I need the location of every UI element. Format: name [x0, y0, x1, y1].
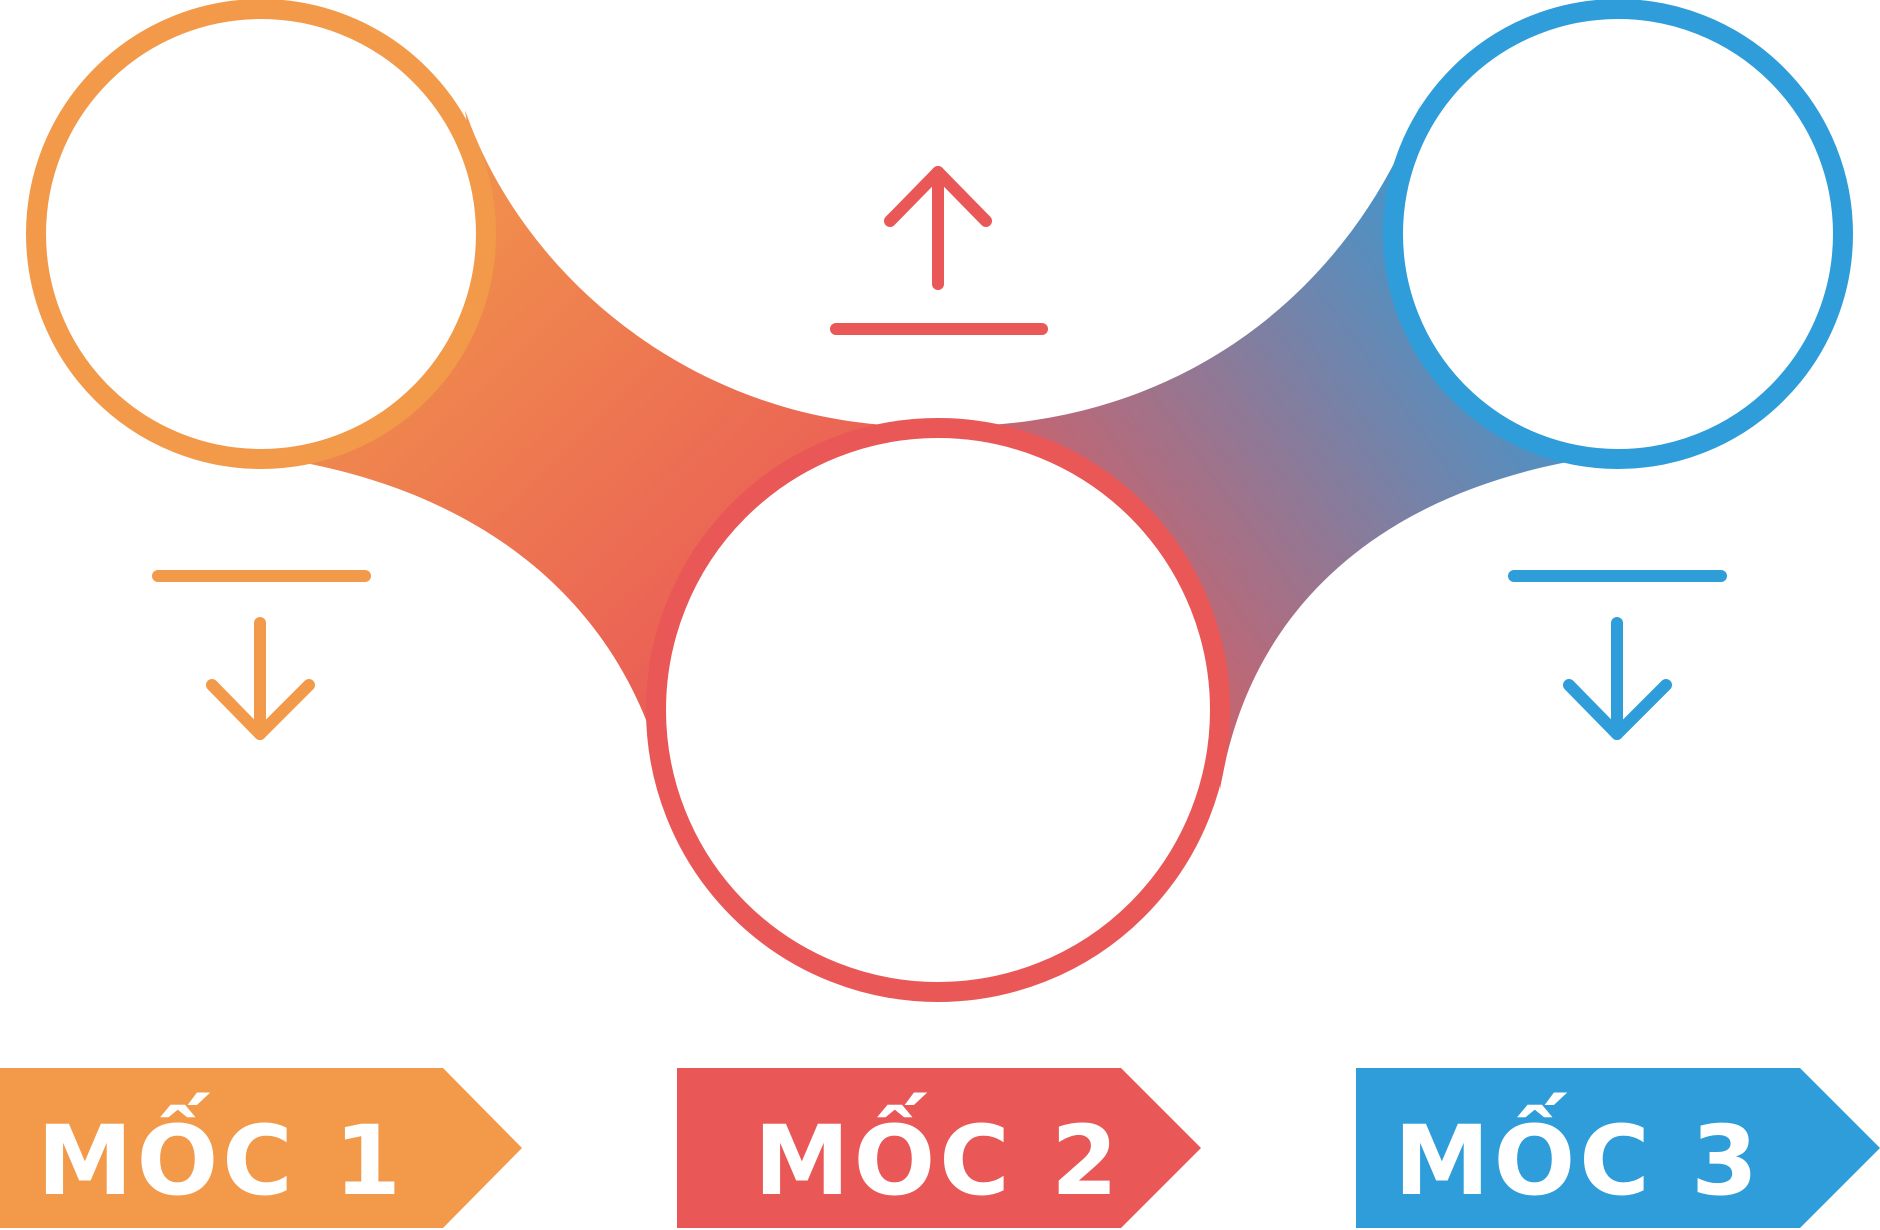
down-arrow-icon: [1508, 570, 1727, 740]
milestone-2-banner: MỐC 2: [677, 1068, 1201, 1228]
milestone-3-circle: [1383, 0, 1853, 469]
milestone-3-banner: MỐC 3: [1356, 1068, 1880, 1228]
milestone-2-circle: [646, 418, 1230, 1002]
milestone-1-circle: [26, 0, 496, 469]
milestone-3-label: MỐC 3: [1394, 1092, 1762, 1217]
down-arrow-icon: [152, 570, 371, 740]
connector-right: [990, 100, 1590, 790]
milestone-2-label: MỐC 2: [754, 1092, 1122, 1217]
milestone-1-label: MỐC 1: [37, 1092, 405, 1217]
up-arrow-icon: [830, 166, 1048, 335]
milestone-1-banner: MỐC 1: [0, 1068, 522, 1228]
connector-left: [300, 110, 885, 730]
